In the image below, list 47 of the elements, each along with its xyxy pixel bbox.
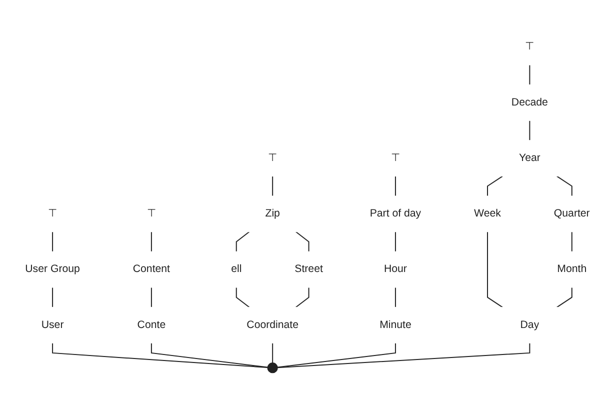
node-text: Coordinate xyxy=(246,319,298,330)
connector xyxy=(52,342,268,368)
node-text: Quarter xyxy=(554,208,590,220)
node-text: Content xyxy=(132,264,170,275)
connector xyxy=(150,342,268,368)
node-text: User xyxy=(41,319,64,330)
connector xyxy=(272,342,274,364)
connector xyxy=(52,231,54,252)
connector xyxy=(236,286,250,308)
node-text: Zip xyxy=(265,208,280,220)
connector xyxy=(571,231,572,252)
node-text: Week xyxy=(474,208,501,220)
connector xyxy=(487,231,504,308)
connector xyxy=(487,176,504,197)
connector xyxy=(394,231,396,252)
node-circle xyxy=(267,362,278,374)
connector xyxy=(150,286,152,308)
connector xyxy=(236,231,250,252)
connector xyxy=(556,176,572,197)
node-text: Conte xyxy=(137,319,166,330)
node-text: Month xyxy=(557,264,587,275)
connector xyxy=(52,286,54,308)
connector xyxy=(295,231,310,252)
connector xyxy=(394,176,396,197)
node-text: ⊤ xyxy=(146,208,156,220)
node-text: Decade xyxy=(511,96,548,108)
node-text: Day xyxy=(520,319,540,330)
connector xyxy=(529,64,530,86)
connector xyxy=(529,120,530,141)
node-text: Minute xyxy=(380,319,412,330)
connector xyxy=(277,342,530,368)
node-text: ⊤ xyxy=(390,152,400,164)
node-text: User Group xyxy=(25,264,80,275)
node-text: ⊤ xyxy=(268,152,278,164)
connector xyxy=(295,286,310,308)
node-text: Hour xyxy=(384,264,407,275)
connector xyxy=(394,286,396,308)
node-text: Part of day xyxy=(370,208,422,220)
node-text: Year xyxy=(518,152,540,164)
node-text: ⊤ xyxy=(48,208,58,220)
connector xyxy=(277,342,396,368)
connector xyxy=(272,176,274,197)
node-text: Street xyxy=(294,264,323,275)
node-text: ell xyxy=(231,264,242,275)
node-text: ⊤ xyxy=(525,41,534,52)
connector xyxy=(150,231,152,252)
connector xyxy=(556,286,572,308)
